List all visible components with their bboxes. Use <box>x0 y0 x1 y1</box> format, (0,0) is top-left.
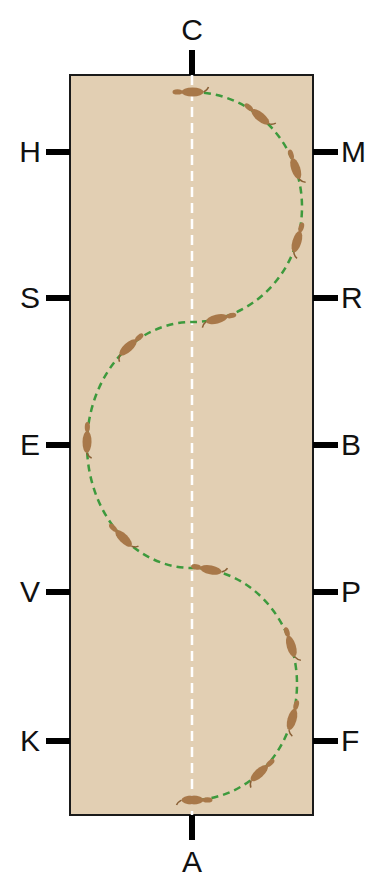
horse-tail <box>292 252 298 258</box>
horse-figure <box>176 795 212 805</box>
horse-head <box>292 700 300 711</box>
marker-tick <box>46 738 70 744</box>
horse-figure <box>244 756 277 787</box>
horse-figure <box>106 521 138 553</box>
marker-letter: H <box>19 137 41 167</box>
marker-letter: K <box>20 726 40 756</box>
marker-letter: P <box>341 577 361 607</box>
horse-head <box>265 758 276 769</box>
marker-tick <box>46 295 70 301</box>
marker-tick <box>313 295 338 301</box>
horse-figure <box>242 100 276 130</box>
horse-tail <box>295 655 301 661</box>
marker-letter: M <box>341 137 366 167</box>
horse-figure <box>172 87 208 97</box>
horse-tail <box>269 120 276 127</box>
horse-tail <box>201 322 207 328</box>
horse-body <box>289 230 304 254</box>
marker-letter: A <box>182 847 202 877</box>
horse-body <box>285 708 300 732</box>
horse-tail <box>299 177 305 183</box>
horse-head <box>191 563 202 570</box>
horse-body <box>82 431 91 453</box>
marker-letter: R <box>341 283 363 313</box>
arena-ground <box>70 75 313 815</box>
marker-tick <box>313 442 338 448</box>
horse-tail <box>222 567 228 573</box>
marker-tick <box>46 589 70 595</box>
centre-line <box>191 75 194 815</box>
horse-tail <box>116 355 123 362</box>
horse-figure <box>190 561 227 577</box>
marker-tick <box>189 815 195 840</box>
marker-tick <box>313 149 338 155</box>
horse-body <box>284 634 299 658</box>
marker-letter: E <box>20 430 40 460</box>
marker-letter: V <box>20 577 40 607</box>
horse-figure <box>283 699 302 736</box>
horse-body <box>181 87 203 96</box>
horse-body <box>288 157 304 181</box>
marker-letter: B <box>341 430 361 460</box>
horse-tail <box>131 543 138 550</box>
marker-ticks <box>46 50 338 840</box>
horse-head <box>287 149 295 160</box>
marker-tick <box>189 50 195 75</box>
marker-tick <box>313 738 338 744</box>
serpentine-path <box>87 92 302 800</box>
horse-figure <box>288 221 308 258</box>
marker-letter: F <box>341 726 359 756</box>
horse-figure <box>82 422 92 458</box>
horse-tail <box>288 730 294 736</box>
horse-body <box>205 312 228 326</box>
horse-figure <box>200 310 237 328</box>
marker-tick <box>46 149 70 155</box>
marker-tick <box>313 589 338 595</box>
marker-letter: S <box>20 283 40 313</box>
horse-figures <box>82 87 307 805</box>
horse-figure <box>113 331 146 362</box>
horse-head <box>202 797 212 802</box>
horse-tail <box>203 87 208 92</box>
horse-head <box>108 522 119 533</box>
horse-head <box>226 312 237 319</box>
horse-body <box>199 563 222 576</box>
marker-letter: C <box>181 15 203 45</box>
marker-tick <box>46 442 70 448</box>
horse-figure <box>285 148 306 185</box>
horse-head <box>85 422 90 432</box>
horse-tail <box>248 781 255 788</box>
horse-tail <box>87 453 92 458</box>
horse-head <box>243 102 254 112</box>
horse-head <box>172 89 182 94</box>
horse-head <box>134 332 145 343</box>
horse-head <box>297 222 305 233</box>
horse-head <box>283 626 291 637</box>
horse-figure <box>281 626 301 663</box>
horse-body <box>181 795 203 804</box>
horse-tail <box>177 800 182 805</box>
